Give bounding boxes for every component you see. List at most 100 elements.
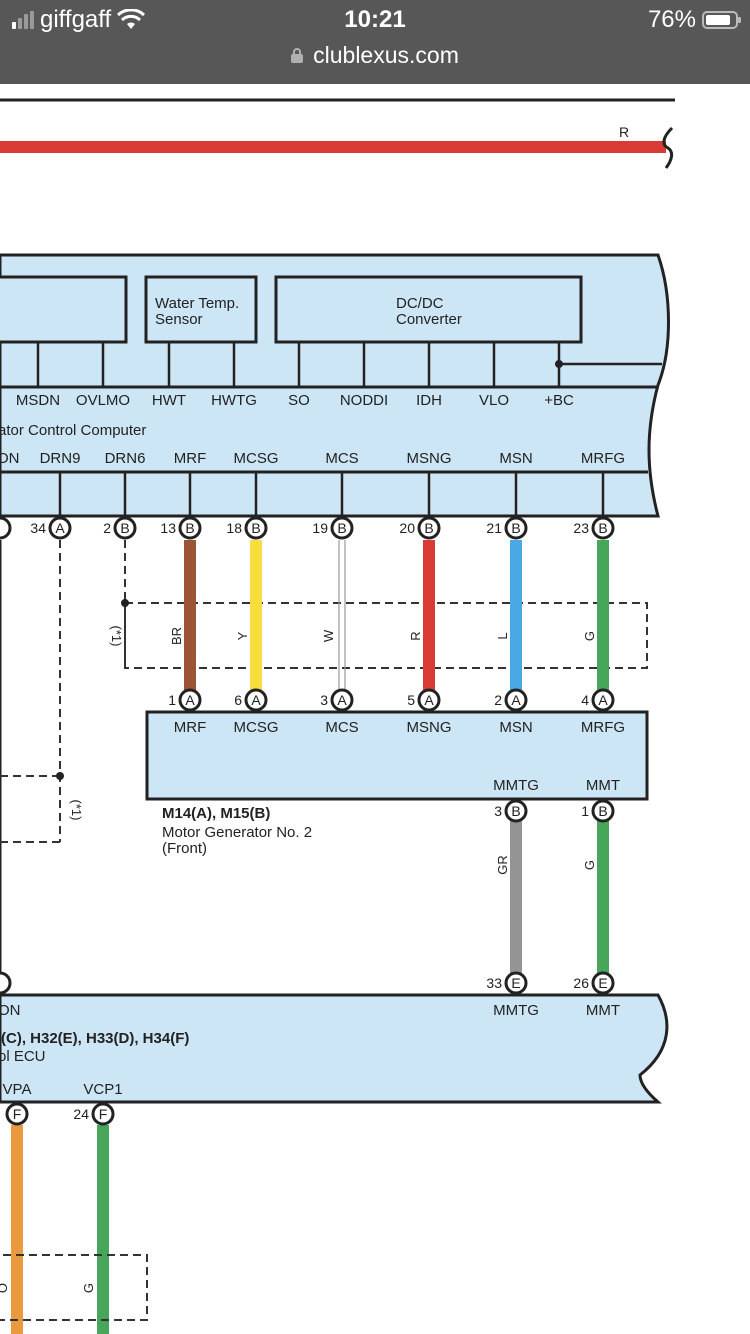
motor-connector-letter: A [185,692,195,708]
connector [504,516,528,540]
connector-leads [58,472,605,516]
pin-label-msdn: MSDN [16,392,60,409]
connector-number: 20 [399,520,415,536]
signal-strength-icon [12,11,34,29]
connector-number: 2 [103,520,111,536]
motor-connector [591,688,615,712]
battery-icon [702,11,741,29]
pin-label-msn: MSN [499,450,532,467]
lock-icon [291,48,304,63]
wire-code-top: R [619,124,629,140]
motor-connector [417,688,441,712]
connector-letter: B [251,520,260,536]
motor-connector-number: 3 [320,692,328,708]
connector-number: 19 [312,520,328,536]
pin-label-msng: MSNG [407,450,452,467]
pin-label-hwtg: HWTG [211,392,257,409]
wire-break-icon [662,126,674,169]
ecu-connector [591,971,615,995]
ecu-connector-bottom-letter: F [99,1106,108,1122]
water-temp-label-2: Sensor [155,311,203,328]
wire-code-g-mmt: G [582,860,597,870]
motor-pin-mrf: MRF [174,719,207,736]
motor-connector [178,688,202,712]
status-left: giffgaff [12,6,146,34]
dcdc-converter-box [274,275,583,344]
motor-connector-number: 4 [581,692,589,708]
motor-generator-block [145,710,649,801]
pin-label-mrfg: MRFG [581,450,625,467]
pin-label-vlo: VLO [479,392,509,409]
water-temp-sensor-box [144,275,258,344]
wire-code-g: G [582,631,597,641]
connector [113,516,137,540]
dcdc-label-1: DC/DC [396,295,444,312]
carrier-name: giffgaff [40,6,112,33]
motor-pin-mcsg: MCSG [234,719,279,736]
motor-pin-mmtg: MMTG [493,777,539,794]
connector-letter: B [424,520,433,536]
connector-number: 23 [573,520,589,536]
connector-number: 21 [486,520,502,536]
pin-label-noddi: NODDI [340,392,388,409]
pin-label-so: SO [288,392,310,409]
wire-code-br: BR [169,627,184,645]
motor-connector [244,688,268,712]
connector-number: 34 [30,520,46,536]
motor-pin-msng: MSNG [407,719,452,736]
pin-label-mcs: MCS [325,450,358,467]
pin-label-idh: IDH [416,392,442,409]
motor-pin-mrfg: MRFG [581,719,625,736]
lower-pin-labels: ON DRN9 DRN6 MRF MCSG MCS MSNG MSN MRFG [0,450,625,467]
pin-label-mcsg: MCSG [234,450,279,467]
motor-connector-bottom-letter: B [598,803,607,819]
motor-connector [330,688,354,712]
connector [48,516,72,540]
water-temp-label-1: Water Temp. [155,295,239,312]
wire-code-o: O [0,1283,10,1293]
pin-label-mrf: MRF [174,450,207,467]
ecu-pin-mmt: MMT [586,1002,620,1019]
motor-connector-letter: A [598,692,608,708]
sub-box-leads [36,342,662,387]
ecu-pin-mmtg: MMTG [493,1002,539,1019]
dcdc-label-2: Converter [396,311,462,328]
connector-letter: B [598,520,607,536]
clock: 10:21 [344,6,406,33]
battery-percent: 76% [647,6,696,33]
ecu-connector-number: 26 [573,975,589,991]
shield-bottom [0,1254,148,1321]
shield-note-2: (*1) [69,800,84,821]
ecu-block [0,993,669,1104]
wire-code-w: W [321,629,336,642]
connector [330,516,354,540]
status-bar: giffgaff 10:21 76% clublexus.com [0,0,750,84]
motor-connector-letter: A [511,692,521,708]
pin-label-on: ON [0,450,20,467]
ecu-name: ol ECU [0,1048,46,1065]
motor-pin-msn: MSN [499,719,532,736]
ecu-connector-number: 33 [486,975,502,991]
address-bar[interactable]: clublexus.com [0,42,750,69]
wiring-diagram: R Water Temp. Sensor DC/DC Converter MSD… [0,98,675,1334]
ecu-pin-vpa: VPA [3,1081,32,1098]
junction-dot [555,360,563,368]
connector-letter: B [120,520,129,536]
wifi-icon [117,9,146,29]
motor-connector-letter: A [424,692,434,708]
motor-pin-mmt: MMT [586,777,620,794]
ecu-connector-bottom [91,1102,115,1126]
motor-connector-letter: A [337,692,347,708]
pin-label-drn6: DRN6 [105,450,146,467]
motor-name-2: (Front) [162,840,207,857]
connector-number: 13 [160,520,176,536]
ecu-connector-id: (C), H32(E), H33(D), H34(F) [1,1030,189,1047]
wire-code-y: Y [235,631,250,640]
motor-connector [504,688,528,712]
pin-label-drn9: DRN9 [40,450,81,467]
